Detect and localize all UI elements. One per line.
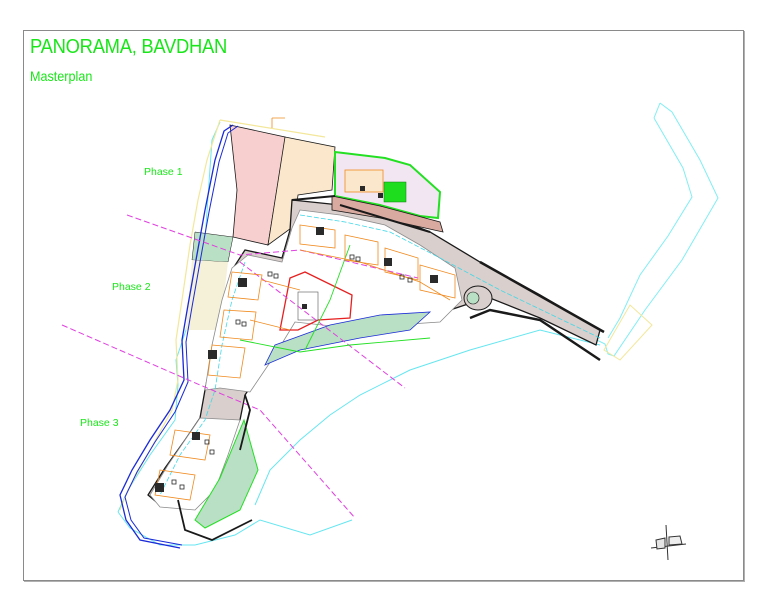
amenity-beige-plot bbox=[267, 136, 336, 246]
phase-label-2: Phase 2 bbox=[112, 281, 151, 293]
phase-line-2-3 bbox=[61, 324, 356, 519]
green-lawn bbox=[383, 181, 407, 203]
drawing-title: PANORAMA, BAVDHAN bbox=[30, 36, 228, 58]
building-footprints bbox=[154, 224, 456, 501]
phase-line-1-2 bbox=[126, 214, 419, 279]
landscape-area-phase3 bbox=[194, 418, 259, 529]
clubhouse-outline-red bbox=[279, 271, 353, 331]
development-pad-phase3 bbox=[149, 417, 241, 511]
building-cores bbox=[155, 186, 438, 492]
phase-label-3: Phase 3 bbox=[80, 417, 119, 429]
north-arrow-icon bbox=[650, 524, 687, 561]
landscape-area-south bbox=[264, 311, 432, 366]
boundary-blue-left bbox=[119, 124, 234, 549]
development-pad-main bbox=[204, 209, 463, 393]
drawing-subtitle: Masterplan bbox=[30, 68, 93, 84]
phase-label-1: Phase 1 bbox=[144, 166, 183, 178]
